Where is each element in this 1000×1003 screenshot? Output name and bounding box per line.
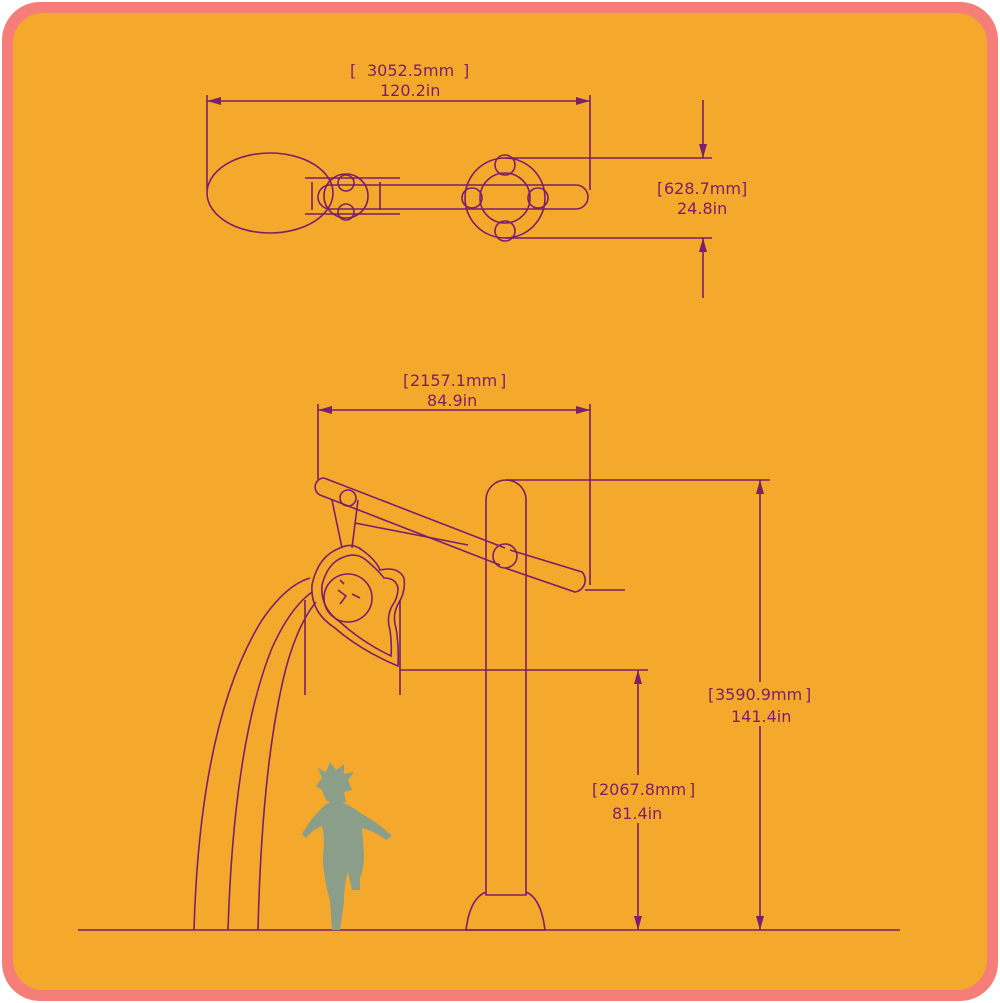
bracket-left: [: [708, 685, 714, 704]
side-reach-mm: 2157.1mm: [410, 371, 497, 390]
label-bg: [706, 682, 814, 726]
top-bucket-hub: [305, 173, 400, 221]
side-bucket-height-label: [ 2067.8mm ] 81.4in: [592, 780, 695, 823]
bracket-left: [: [403, 371, 409, 390]
top-beam: [317, 184, 589, 210]
side-pivot: [492, 543, 518, 569]
bracket-right: ]: [463, 61, 469, 80]
top-width-mm: 3052.5mm: [367, 61, 454, 80]
top-depth-mm: 628.7mm: [664, 179, 741, 198]
top-depth-label: [ 628.7mm ] 24.8in: [657, 179, 747, 218]
top-depth-in: 24.8in: [677, 199, 727, 218]
side-arm: [314, 477, 506, 566]
drawing-background: [13, 13, 987, 990]
side-bucket: [311, 544, 406, 668]
bracket-left: [: [657, 179, 663, 198]
side-total-height-label: [ 3590.9mm ] 141.4in: [708, 685, 811, 726]
child-silhouette-icon: [302, 762, 392, 930]
top-width-in: 120.2in: [380, 81, 440, 100]
top-splash-oval: [206, 152, 334, 234]
side-reach-label: [ 2157.1mm ] 84.9in: [403, 371, 506, 410]
top-view: [206, 95, 712, 298]
side-reach-in: 84.9in: [427, 391, 477, 410]
bracket-right: ]: [805, 685, 811, 704]
label-bg: [590, 775, 698, 823]
bracket-right: ]: [500, 371, 506, 390]
side-bucket-height-in: 81.4in: [612, 804, 662, 823]
bracket-left: [: [592, 780, 598, 799]
bracket-left: [: [350, 61, 356, 80]
water-streams: [193, 577, 317, 931]
side-bucket-height-mm: 2067.8mm: [599, 780, 686, 799]
side-total-height-mm: 3590.9mm: [715, 685, 802, 704]
bracket-right: ]: [741, 179, 747, 198]
top-width-label: [ 3052.5mm ] 120.2in: [350, 61, 469, 100]
side-total-height-in: 141.4in: [731, 707, 791, 726]
bracket-right: ]: [689, 780, 695, 799]
side-handle: [504, 549, 586, 593]
